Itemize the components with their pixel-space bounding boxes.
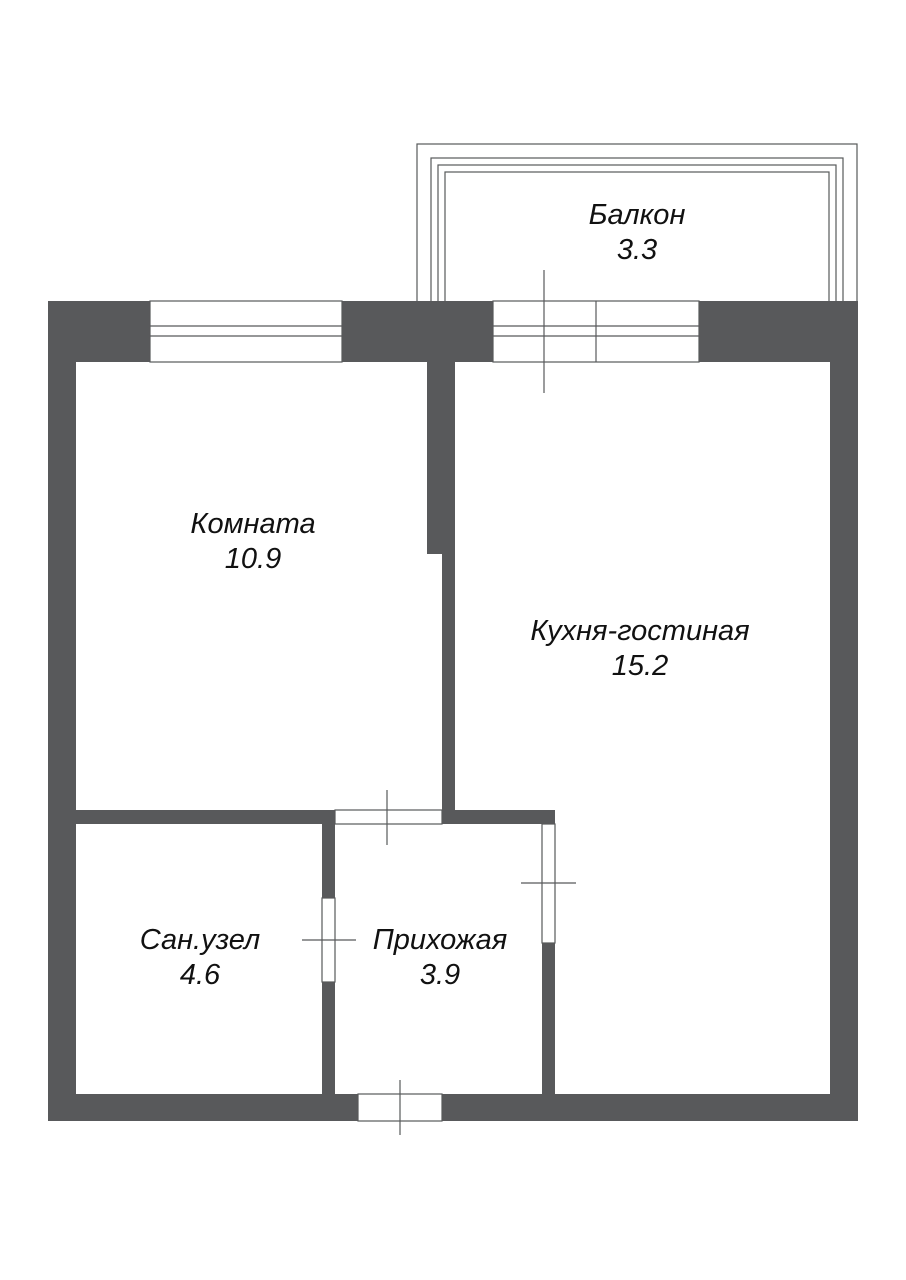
room-name: Прихожая	[372, 924, 508, 956]
room-label-hallway: Прихожая 3.9	[373, 923, 508, 993]
door-room	[334, 790, 443, 845]
door-kitchen	[521, 823, 576, 944]
room-area: 4.6	[179, 959, 221, 991]
room-name: Кухня-гостиная	[530, 615, 750, 647]
door-bathroom	[302, 897, 356, 983]
window-room	[149, 300, 343, 363]
room-name: Балкон	[588, 199, 686, 231]
walls	[48, 301, 858, 1121]
balcony-door-window	[492, 270, 700, 393]
room-name: Сан.узел	[139, 924, 261, 956]
room-label-kitchen-living: Кухня-гостиная 15.2	[530, 614, 749, 684]
entrance-door	[357, 1080, 443, 1135]
room-label-bathroom: Сан.узел 4.6	[140, 923, 261, 993]
room-name: Комната	[190, 508, 316, 540]
room-area: 10.9	[224, 543, 282, 575]
room-label-balcony: Балкон 3.3	[589, 198, 686, 268]
room-area: 3.9	[419, 959, 461, 991]
room-area: 3.3	[616, 234, 658, 266]
room-label-bedroom: Комната 10.9	[190, 507, 315, 577]
room-area: 15.2	[611, 650, 669, 682]
